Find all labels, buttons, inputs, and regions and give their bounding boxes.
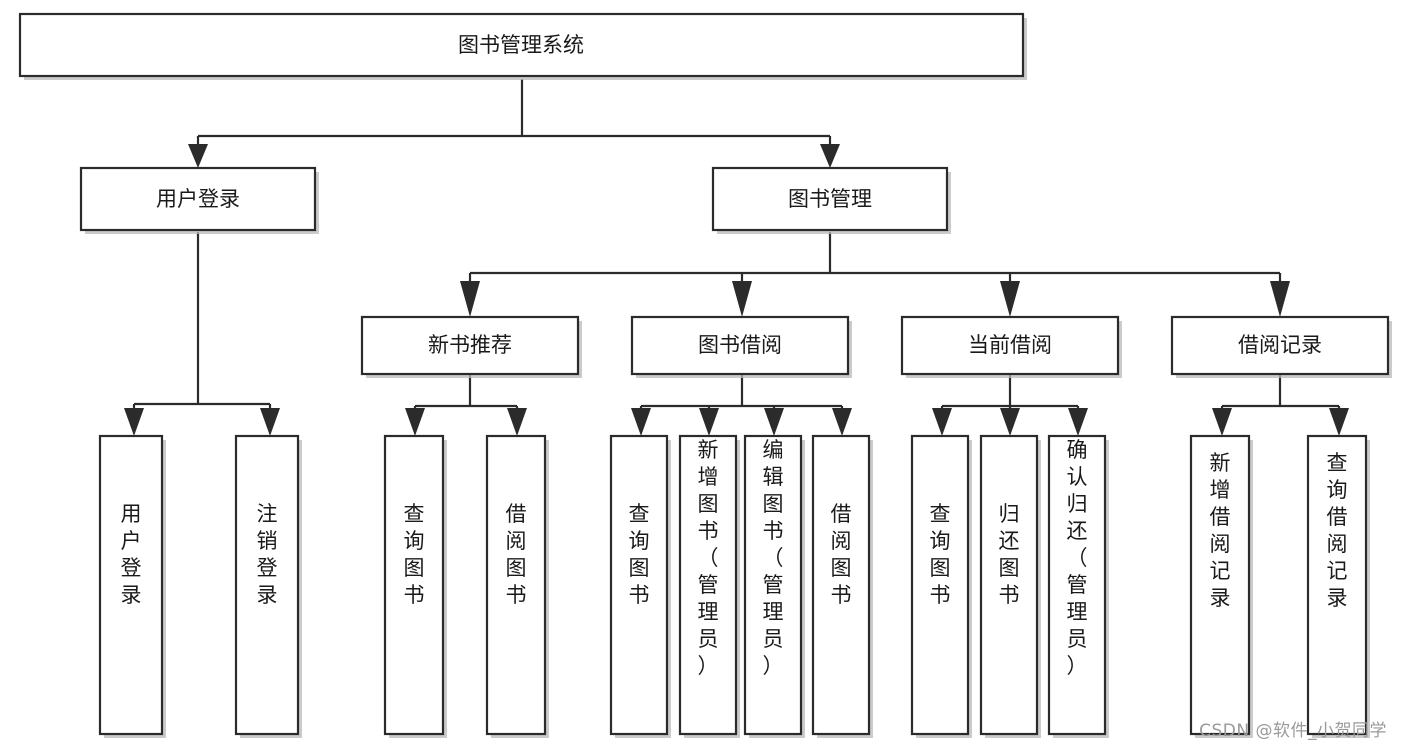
book-manage-label: 图书管理 [788,187,872,211]
leaf-user-login-box[interactable] [98,434,164,736]
node-leaf-add-record[interactable]: 新增借阅记录 [1189,434,1253,738]
arrow-head-leaf-query-book-3 [932,408,952,436]
node-leaf-borrow-book-1[interactable]: 借阅图书 [485,434,549,738]
arrow-head-borrow-record [1270,281,1290,317]
leaf-borrow-book-1-label: 借阅图书 [506,502,527,607]
node-leaf-query-record[interactable]: 查询借阅记录 [1306,434,1370,738]
node-leaf-query-book-3[interactable]: 查询图书 [910,434,972,738]
current-borrow-box[interactable] [900,315,1120,376]
leaf-add-book-label: 新增图书（管理员） [698,438,719,678]
node-user-login[interactable]: 用户登录 [79,166,319,234]
new-book-rec-box[interactable] [360,315,580,376]
node-book-borrow[interactable]: 图书借阅 [630,315,852,378]
node-leaf-return-book[interactable]: 归还图书 [979,434,1041,738]
arrow-head-leaf-borrow-book-2 [832,408,852,436]
leaf-borrow-book-2-label: 借阅图书 [831,502,852,607]
arrow-head-leaf-query-book-2 [631,408,651,436]
book-manage-box[interactable] [711,166,949,232]
arrow-head-new-book-rec [460,281,480,317]
node-leaf-user-logout[interactable]: 注销登录 [234,434,302,738]
leaf-user-logout-label: 注销登录 [257,502,278,607]
node-leaf-borrow-book-2[interactable]: 借阅图书 [811,434,873,738]
leaf-confirm-return-label: 确认归还（管理员） [1067,438,1088,678]
node-book-manage[interactable]: 图书管理 [711,166,951,234]
arrow-head-leaf-query-book-1 [405,408,425,436]
arrow-head-leaf-add-record [1212,408,1232,436]
arrow-head-leaf-edit-book [764,408,784,436]
node-leaf-user-login[interactable]: 用户登录 [98,434,166,738]
current-borrow-label: 当前借阅 [968,333,1052,357]
leaf-borrow-book-1-box[interactable] [485,434,547,736]
node-new-book-rec[interactable]: 新书推荐 [360,315,582,378]
node-root[interactable]: 图书管理系统 [18,12,1027,80]
arrow-head-leaf-user-login [124,408,144,436]
user-login-box[interactable] [79,166,317,232]
leaf-edit-book-label: 编辑图书（管理员） [763,438,784,678]
leaf-query-book-3-label: 查询图书 [930,502,951,607]
leaf-query-book-1-label: 查询图书 [404,502,425,607]
arrow-head-leaf-query-record [1329,408,1349,436]
arrow-head-user-login [188,144,208,168]
leaf-return-book-label: 归还图书 [999,502,1020,607]
leaf-return-book-box[interactable] [979,434,1039,736]
node-leaf-confirm-return[interactable]: 确认归还（管理员） [1047,434,1109,738]
arrow-head-leaf-borrow-book-1 [507,408,527,436]
leaf-user-logout-box[interactable] [234,434,300,736]
node-leaf-query-book-2[interactable]: 查询图书 [609,434,671,738]
leaf-add-record-label: 新增借阅记录 [1210,451,1231,610]
node-borrow-record[interactable]: 借阅记录 [1170,315,1392,378]
node-leaf-query-book-1[interactable]: 查询图书 [383,434,447,738]
leaf-add-record-box[interactable] [1189,434,1251,736]
user-login-label: 用户登录 [156,187,240,211]
leaf-edit-book-box[interactable] [743,434,803,736]
arrow-head-leaf-user-logout [260,408,280,436]
csdn-watermark: CSDN @软件_小贺同学 [1199,721,1387,741]
node-leaf-edit-book[interactable]: 编辑图书（管理员） [743,434,805,738]
node-current-borrow[interactable]: 当前借阅 [900,315,1122,378]
root-box[interactable] [18,12,1025,78]
node-leaf-add-book[interactable]: 新增图书（管理员） [678,434,740,738]
borrow-record-label: 借阅记录 [1238,333,1322,357]
book-borrow-box[interactable] [630,315,850,376]
arrow-head-book-borrow [732,281,752,317]
leaf-query-book-3-box[interactable] [910,434,970,736]
leaf-query-record-label: 查询借阅记录 [1327,451,1348,610]
leaf-borrow-book-2-box[interactable] [811,434,871,736]
connector-layer [124,79,1349,436]
leaf-confirm-return-box[interactable] [1047,434,1107,736]
leaf-user-login-label: 用户登录 [121,502,142,607]
borrow-record-box[interactable] [1170,315,1390,376]
arrow-head-book-manage [820,144,840,168]
new-book-rec-label: 新书推荐 [428,333,512,357]
root-label: 图书管理系统 [458,33,584,57]
leaf-query-book-2-label: 查询图书 [629,502,650,607]
leaf-query-book-1-box[interactable] [383,434,445,736]
book-borrow-label: 图书借阅 [698,333,782,357]
leaf-query-book-2-box[interactable] [609,434,669,736]
arrow-head-leaf-return-book [1000,408,1020,436]
arrow-head-leaf-add-book [699,408,719,436]
leaf-add-book-box[interactable] [678,434,738,736]
arrow-head-leaf-confirm-return [1068,408,1088,436]
leaf-query-record-box[interactable] [1306,434,1368,736]
arrow-head-current-borrow [1000,281,1020,317]
